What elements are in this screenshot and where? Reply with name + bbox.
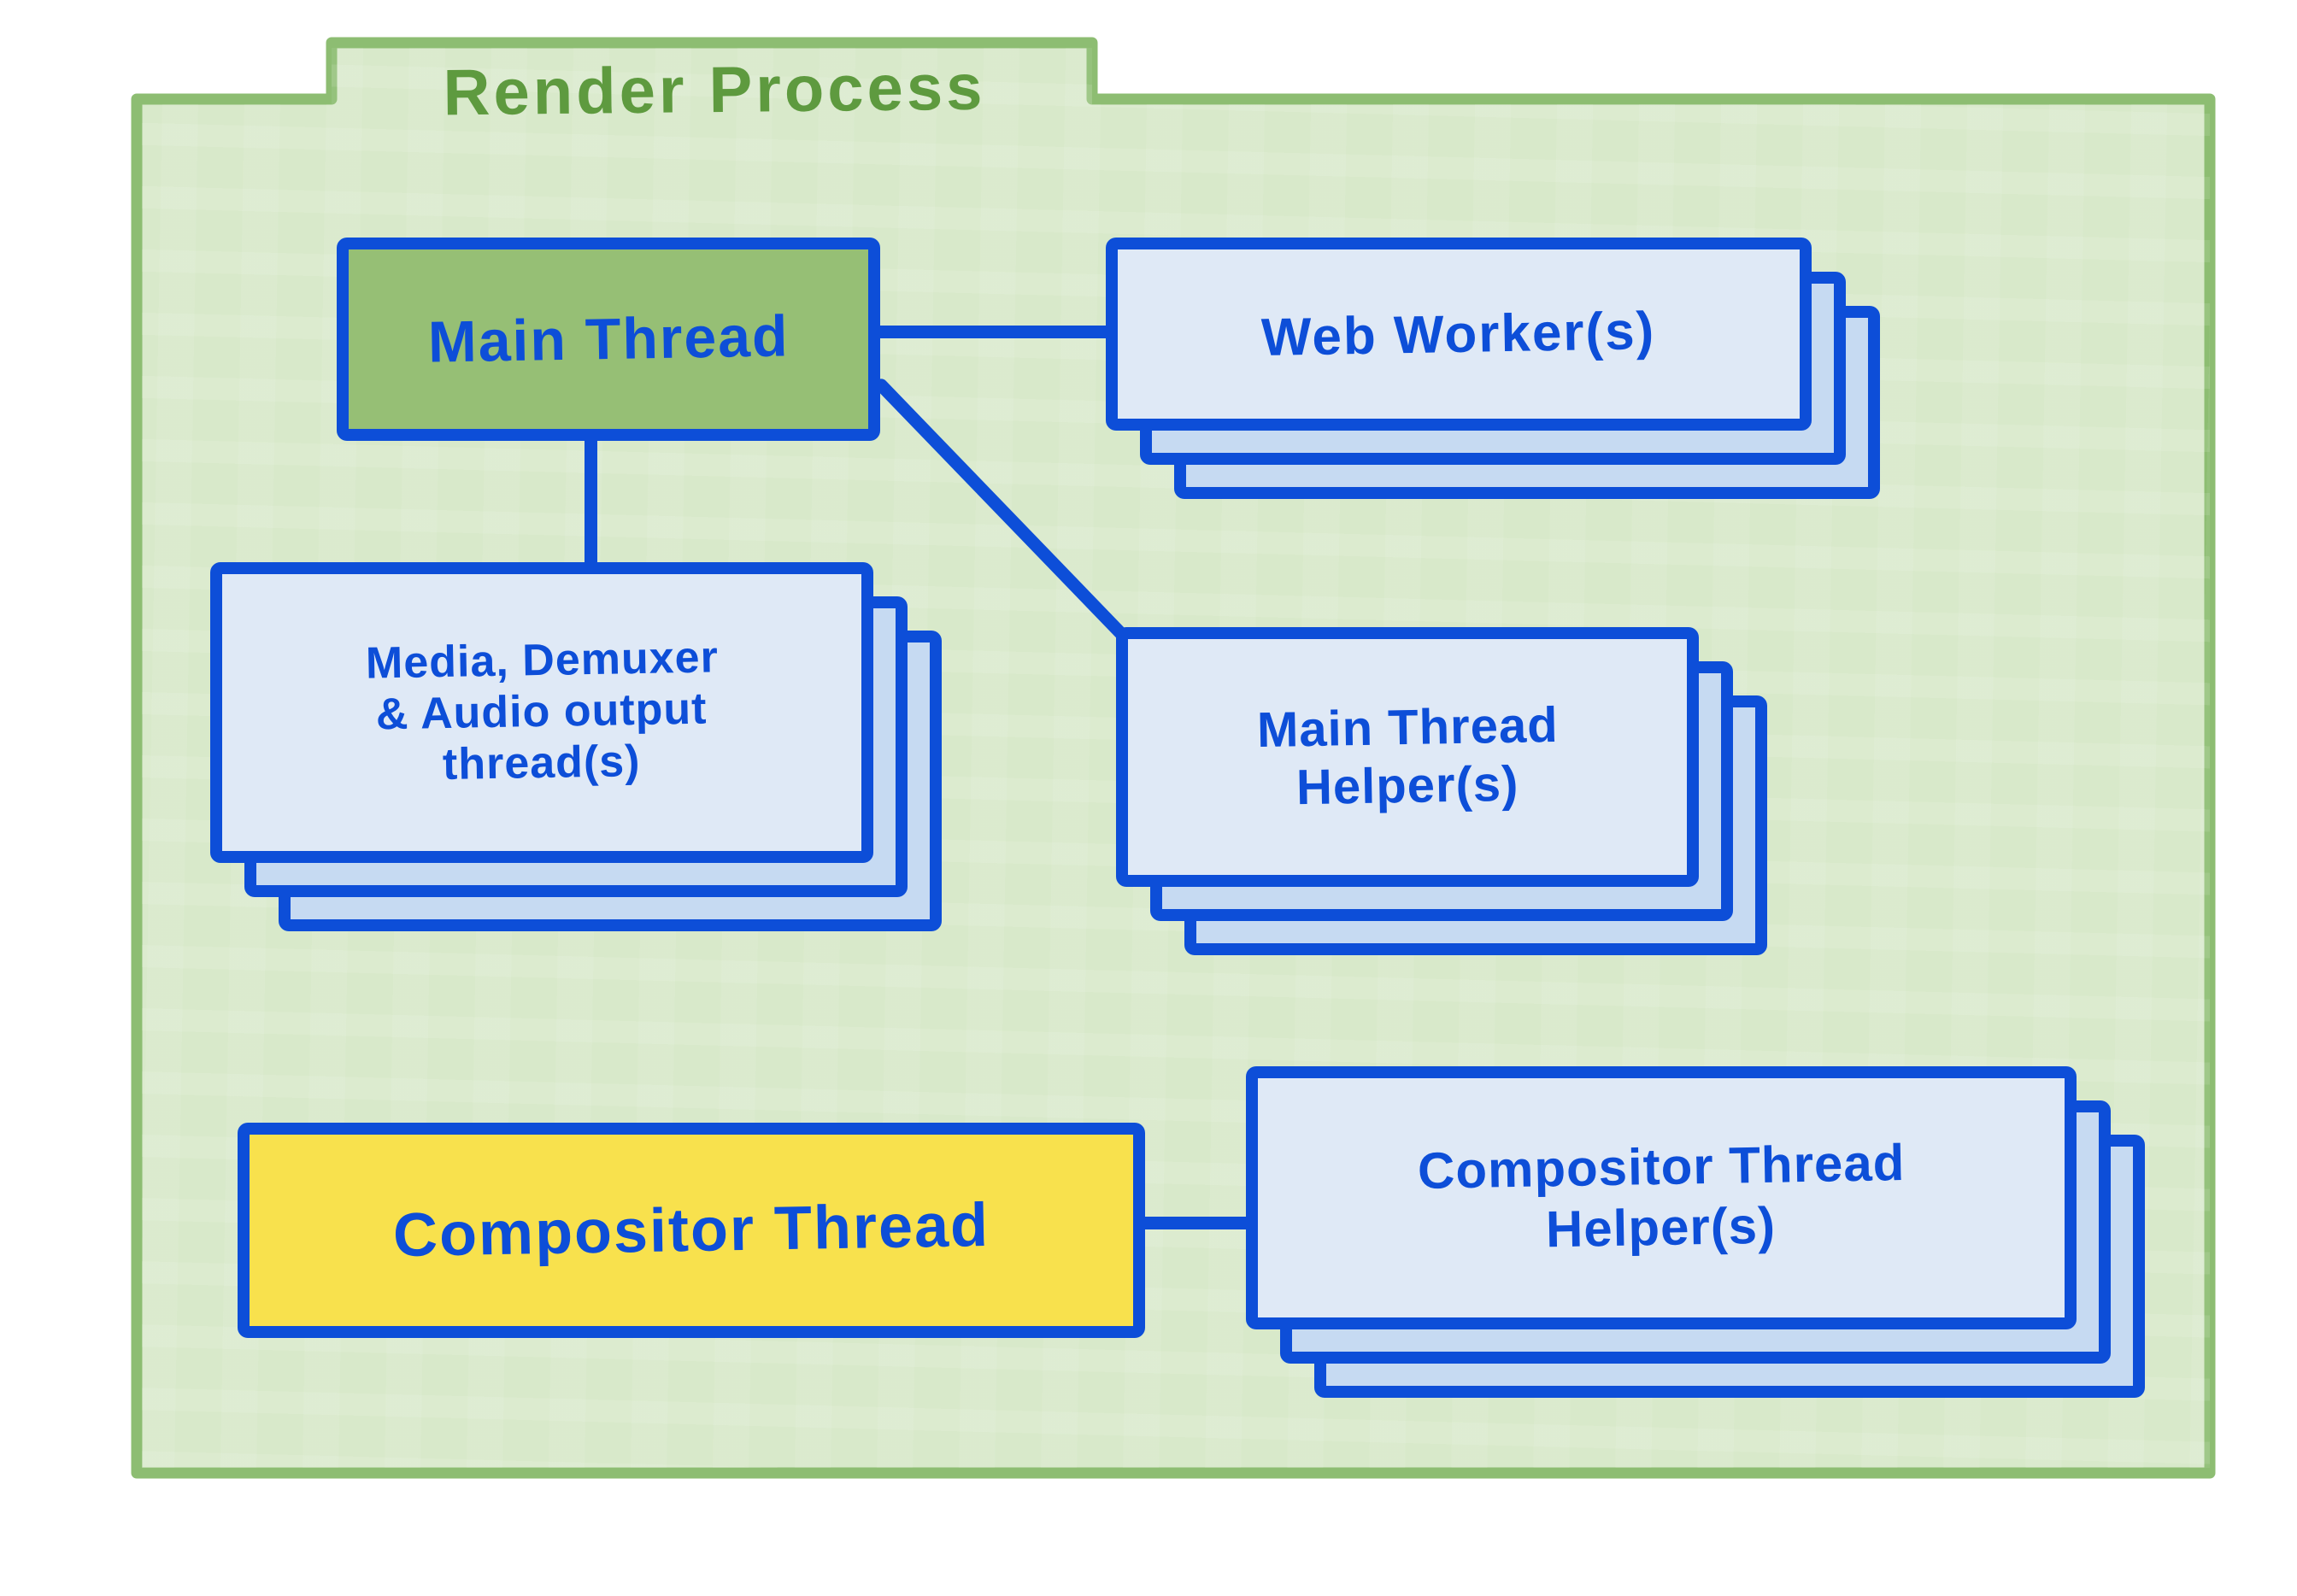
- node-label-line: Compositor Thread: [1417, 1134, 1906, 1200]
- stack-card-front: Compositor Thread Helper(s): [1246, 1066, 2077, 1329]
- node-label: Main Thread: [427, 303, 790, 375]
- node-label-line: Helper(s): [1295, 755, 1519, 816]
- stack-card-front: Main Thread Helper(s): [1116, 627, 1699, 887]
- edge-main-thread-media-threads: [585, 427, 597, 572]
- node-label-line: & Audio output: [375, 684, 708, 740]
- node-main-thread: Main Thread: [337, 238, 880, 441]
- node-label-line: Main Thread: [1256, 696, 1559, 758]
- node-label-line: Helper(s): [1545, 1196, 1777, 1259]
- node-compositor-thread: Compositor Thread: [238, 1123, 1145, 1338]
- node-label-line: thread(s): [442, 736, 642, 789]
- node-label: Compositor Thread: [392, 1190, 990, 1270]
- node-label: Web Worker(s): [1260, 301, 1657, 367]
- stack-card-front: Web Worker(s): [1106, 238, 1812, 431]
- node-label-line: Media, Demuxer: [365, 632, 719, 689]
- stack-card-front: Media, Demuxer & Audio output thread(s): [210, 562, 873, 863]
- edge-compositor-thread-helpers: [1138, 1217, 1254, 1229]
- edge-main-thread-web-workers: [872, 326, 1113, 338]
- page-title: Render Process: [443, 50, 986, 130]
